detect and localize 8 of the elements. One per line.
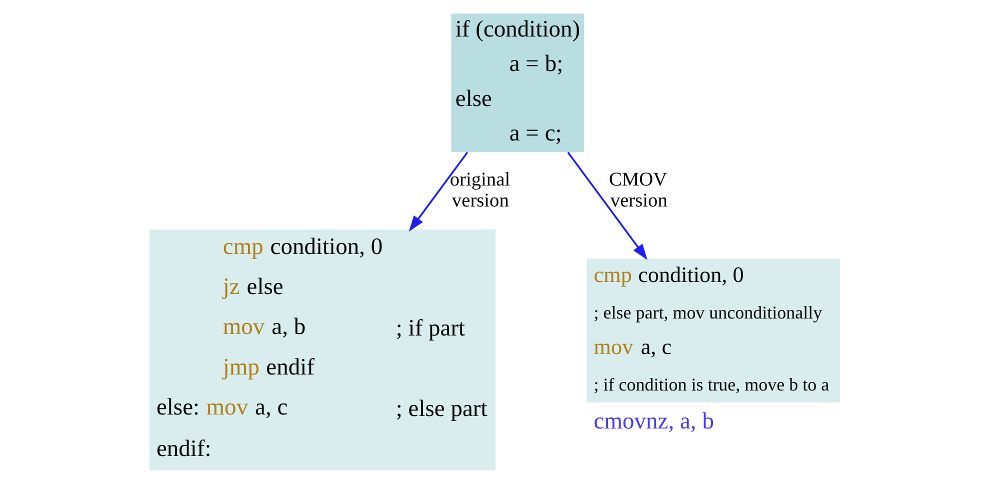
node-box: if (condition) a = b; else a = c; [450,14,584,152]
edge-label: original version [449,170,510,212]
edge-label: CMOV version [608,170,667,212]
node-box: cmp condition, 0 jz else mov a, b ; if part jmp endif else: mov a, c ; else part endif: [149,230,496,470]
node-label: cmovnz, a, b [593,408,714,434]
node-box: cmp condition, 0 ; else part, mov unconditionally mov a, c ; if condition is true, move b to a [586,258,840,403]
arrow [408,152,468,232]
arrow [566,152,647,260]
